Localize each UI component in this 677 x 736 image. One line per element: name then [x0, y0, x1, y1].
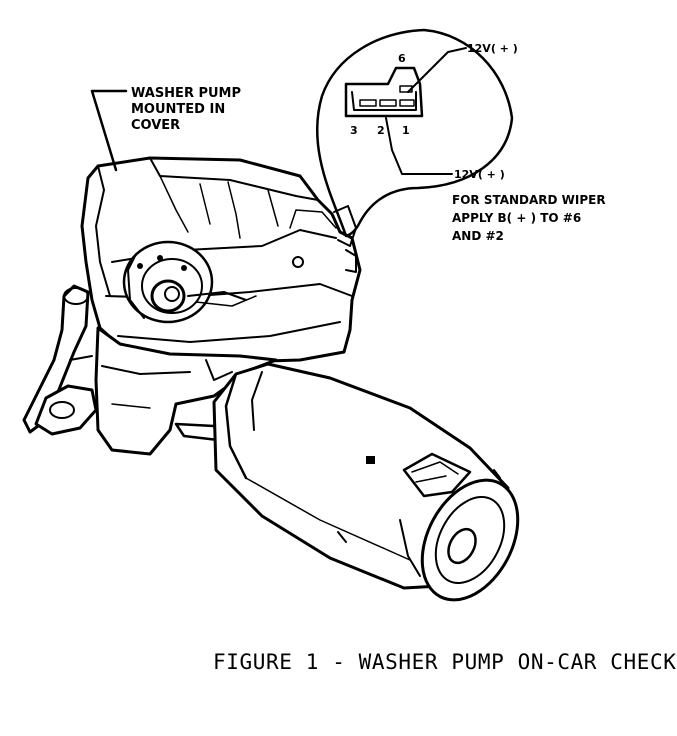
- terminal-number-6: 6: [398, 52, 406, 65]
- connector-callout: [315, 28, 514, 238]
- standard-wiper-note: FOR STANDARD WIPER APPLY B( + ) TO #6 AN…: [452, 193, 610, 243]
- standard-wiper-note-line: AND #2: [452, 229, 504, 243]
- standard-wiper-note-line: FOR STANDARD WIPER: [452, 193, 606, 207]
- washer-pump-label-line: COVER: [131, 118, 180, 133]
- washer-pump-diagram: WASHER PUMP MOUNTED IN COVER 12V( + ) 12…: [22, 28, 610, 602]
- washer-pump-cover: [80, 156, 362, 364]
- terminal-6-voltage-label: 12V( + ): [467, 42, 518, 55]
- leader-terminal-2: [385, 117, 453, 175]
- connector-body: [344, 66, 424, 118]
- leader-terminal-6: [407, 47, 467, 93]
- standard-wiper-note-line: APPLY B( + ) TO #6: [452, 211, 581, 225]
- washer-pump-cap: [122, 240, 257, 324]
- washer-pump-label-line: WASHER PUMP: [131, 86, 241, 101]
- washer-pump-label-line: MOUNTED IN: [131, 102, 225, 117]
- terminal-number-3: 3: [350, 124, 358, 137]
- leader-washer-pump: [90, 89, 128, 172]
- terminal-2-voltage-label: 12V( + ): [454, 168, 505, 181]
- wiper-motor: [212, 362, 520, 602]
- figure-caption: FIGURE 1 - WASHER PUMP ON-CAR CHECK: [213, 650, 677, 674]
- terminal-number-2: 2: [377, 124, 385, 137]
- gearbox-housing: [22, 284, 278, 456]
- washer-pump-label: WASHER PUMP MOUNTED IN COVER: [131, 86, 246, 133]
- terminal-number-1: 1: [402, 124, 410, 137]
